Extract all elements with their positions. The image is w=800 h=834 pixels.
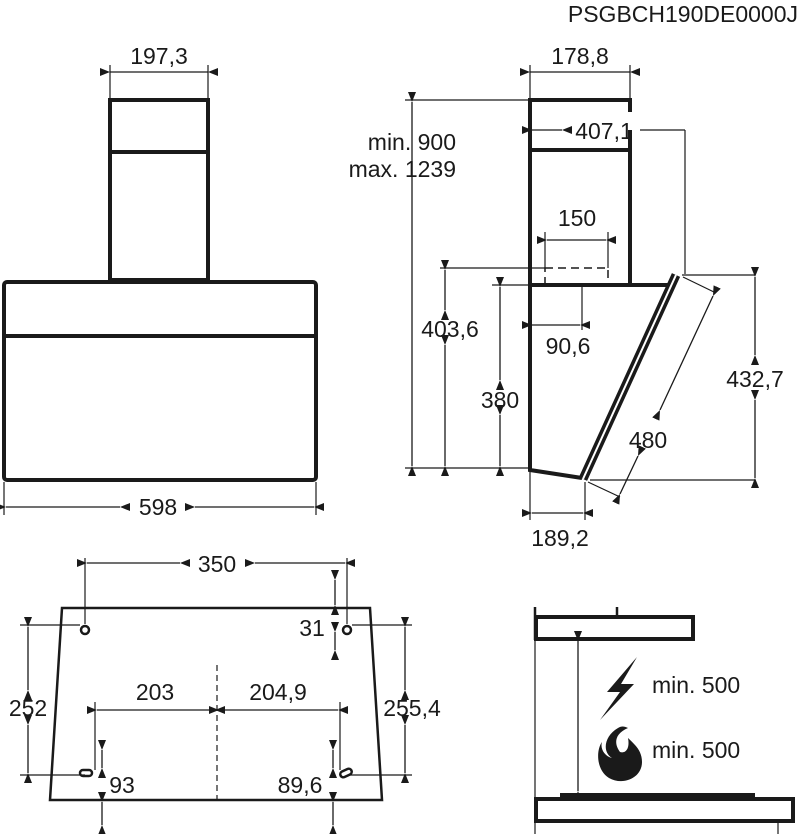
dim-height-to-outlet: 403,6 xyxy=(421,316,479,342)
dim-left-bottom: 93 xyxy=(109,772,135,798)
chimney-side xyxy=(528,98,632,285)
dim-right-to-center: 204,9 xyxy=(249,679,307,705)
hood-body xyxy=(2,280,318,482)
dim-bottom-depth: 189,2 xyxy=(531,525,589,551)
slot-right xyxy=(339,767,353,779)
mount-hole-right xyxy=(341,624,353,636)
dim-left-to-center: 203 xyxy=(136,679,174,705)
dim-chimney-depth: 178,8 xyxy=(551,43,609,69)
dim-body-height: 380 xyxy=(481,387,519,413)
clearance-diagram: min. 500 min. 500 xyxy=(533,607,795,834)
mounting-template: 350 31 252 255,4 203 204,9 93 89,6 xyxy=(9,551,441,834)
dim-chimney-width: 197,3 xyxy=(130,43,188,69)
dim-total-depth: 407,1 xyxy=(575,118,633,144)
slot-left xyxy=(78,768,94,778)
electric-clearance: min. 500 xyxy=(652,672,740,698)
body-side xyxy=(528,285,583,480)
chimney xyxy=(108,98,210,282)
model-code: PSGBCH190DE0000J xyxy=(568,1,798,27)
dim-hood-width: 598 xyxy=(139,494,177,520)
electric-lightning-icon xyxy=(600,657,637,720)
dim-right-height: 255,4 xyxy=(383,695,441,721)
dim-outlet-offset: 90,6 xyxy=(546,333,591,359)
outlet-dashed xyxy=(544,267,609,286)
side-view: 178,8 407,1 min. 900 max. 1239 403,6 380… xyxy=(349,43,784,551)
dim-hole-offset: 31 xyxy=(299,615,325,641)
gas-clearance: min. 500 xyxy=(652,737,740,763)
dim-outlet-width: 150 xyxy=(558,205,596,231)
hob xyxy=(560,793,755,799)
upper-cabinet xyxy=(534,615,695,641)
dim-height-min: min. 900 xyxy=(368,129,456,155)
dim-right-bottom: 89,6 xyxy=(278,772,323,798)
dim-height-max: max. 1239 xyxy=(349,156,456,182)
dim-hole-spacing: 350 xyxy=(198,551,236,577)
mount-hole-left xyxy=(79,624,91,636)
dim-glass-length: 480 xyxy=(629,427,667,453)
template-outline xyxy=(48,606,384,802)
front-view: 197,3 598 xyxy=(0,43,324,520)
lower-cabinet xyxy=(534,797,795,823)
dim-left-height: 252 xyxy=(9,695,47,721)
dim-glass-height: 432,7 xyxy=(726,366,784,392)
gas-flame-icon xyxy=(598,726,642,782)
